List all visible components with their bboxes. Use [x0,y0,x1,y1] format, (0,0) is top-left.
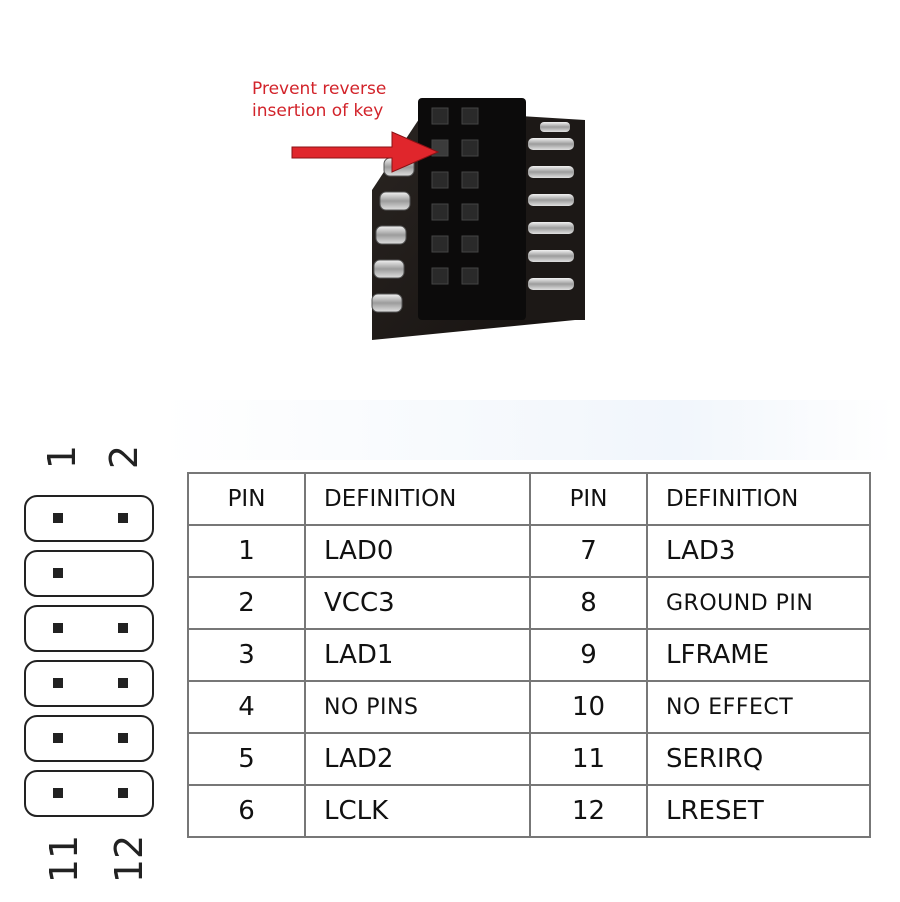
pin-definition-table: PIN DEFINITION PIN DEFINITION 1 LAD0 7 L… [187,472,871,838]
pin-number: 11 [529,732,648,786]
pin-definition: NO EFFECT [646,680,871,734]
column-header-definition: DEFINITION [304,472,531,526]
pin-number: 6 [187,784,306,838]
pin-label-12: 12 [107,834,152,884]
pin-label-2: 2 [102,444,147,470]
table-header-row: PIN DEFINITION PIN DEFINITION [187,472,871,526]
pin-number: 4 [187,680,306,734]
table-row: 5 LAD2 11 SERIRQ [187,732,871,786]
pin-5 [53,623,63,633]
pin-number: 8 [529,576,648,630]
pin-definition: NO PINS [304,680,531,734]
pin-definition: LCLK [304,784,531,838]
pin-1 [53,513,63,523]
pin-definition: LAD3 [646,524,871,578]
pin-12 [118,788,128,798]
header-schematic [24,495,159,825]
pin-definition: GROUND PIN [646,576,871,630]
pin-number: 5 [187,732,306,786]
right-side-pins [528,122,574,290]
pin-definition: VCC3 [304,576,531,630]
pin-definition: LAD1 [304,628,531,682]
header-row-4 [24,660,154,707]
header-row-5 [24,715,154,762]
pin-10 [118,733,128,743]
header-row-2 [24,550,154,597]
header-row-3 [24,605,154,652]
pin-number: 12 [529,784,648,838]
left-side-pins [371,157,415,313]
table-row: 4 NO PINS 10 NO EFFECT [187,680,871,734]
header-row-6 [24,770,154,817]
red-arrow-icon [291,131,440,173]
pin-11 [53,788,63,798]
pin-definition: LAD2 [304,732,531,786]
header-row-1 [24,495,154,542]
table-row: 3 LAD1 9 LFRAME [187,628,871,682]
tpm-module-image [291,98,585,340]
pin-number: 9 [529,628,648,682]
pin-definition: SERIRQ [646,732,871,786]
pin-label-11: 11 [42,834,87,884]
column-header-definition: DEFINITION [646,472,871,526]
pin-label-1: 1 [40,444,85,470]
pin-definition: LAD0 [304,524,531,578]
table-row: 2 VCC3 8 GROUND PIN [187,576,871,630]
column-header-pin: PIN [187,472,306,526]
annotation-line-1: Prevent reverse [252,79,387,99]
pin-number: 1 [187,524,306,578]
pin-9 [53,733,63,743]
pin-3 [53,568,63,578]
background-gradient [160,400,895,460]
pin-definition: LRESET [646,784,871,838]
pin-6 [118,623,128,633]
table-row: 6 LCLK 12 LRESET [187,784,871,838]
pin-8 [118,678,128,688]
annotation-text: Prevent reverse insertion of key [252,78,452,122]
pin-number: 10 [529,680,648,734]
pin-number: 3 [187,628,306,682]
column-header-pin: PIN [529,472,648,526]
pin-number: 2 [187,576,306,630]
pin-7 [53,678,63,688]
pin-2 [118,513,128,523]
pin-definition: LFRAME [646,628,871,682]
annotation-line-2: insertion of key [252,101,384,121]
pin-number: 7 [529,524,648,578]
table-row: 1 LAD0 7 LAD3 [187,524,871,578]
